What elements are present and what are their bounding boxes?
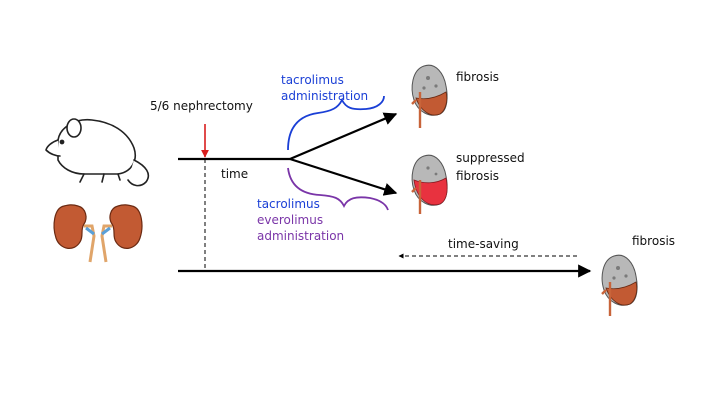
time-saving-label: time-saving bbox=[448, 237, 519, 251]
kidney-fibrosis-icon bbox=[411, 64, 448, 128]
outcome-middle-label-line1: suppressed bbox=[456, 151, 525, 165]
combo-brace bbox=[287, 167, 389, 211]
branch-arrow-top bbox=[289, 112, 398, 161]
tacrolimus-label-line1: tacrolimus bbox=[281, 73, 344, 87]
mouse-icon bbox=[45, 118, 150, 187]
combo-label-tacrolimus: tacrolimus bbox=[257, 197, 320, 211]
outcome-top-label: fibrosis bbox=[456, 70, 500, 84]
outcome-bottom-label: fibrosis bbox=[632, 234, 676, 248]
kidneys-icon bbox=[53, 204, 143, 263]
kidney-suppressed-icon bbox=[411, 154, 448, 214]
outcome-middle-label-line2: fibrosis bbox=[456, 169, 500, 183]
tacrolimus-label-line2: administration bbox=[281, 89, 369, 103]
nephrectomy-label: 5/6 nephrectomy bbox=[150, 99, 253, 113]
branch-arrow-bottom bbox=[289, 157, 398, 196]
combo-label-administration: administration bbox=[257, 229, 345, 243]
time-label: time bbox=[221, 167, 249, 181]
combo-label-everolimus: everolimus bbox=[257, 213, 324, 227]
kidney-fibrosis-icon bbox=[601, 254, 638, 316]
tacrolimus-brace bbox=[287, 95, 385, 151]
